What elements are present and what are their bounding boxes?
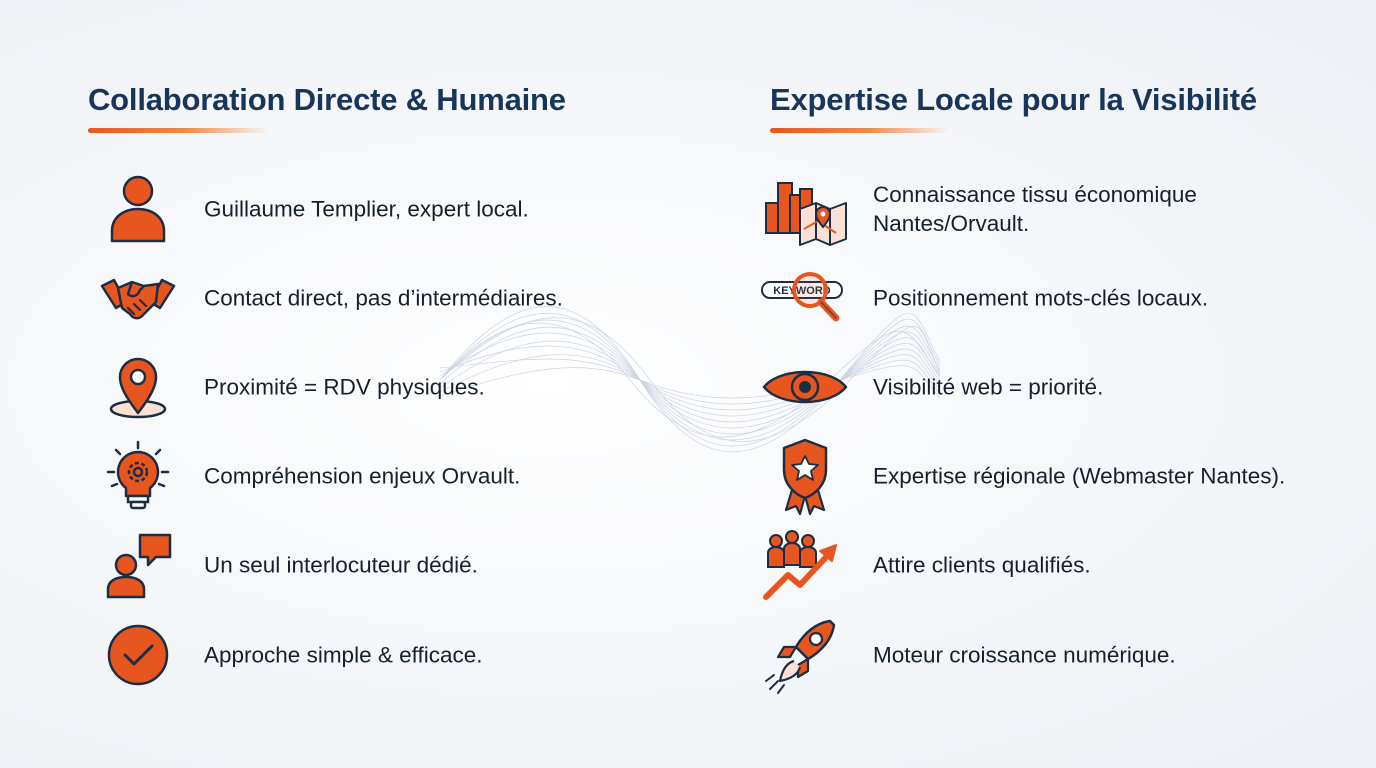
keyword-label: KEYWORD [773, 285, 831, 297]
left-item-expert: Guillaume Templier, expert local. [88, 169, 688, 249]
right-item-text: Visibilité web = priorité. [873, 374, 1104, 400]
keyword-search-icon: KEYWORD [760, 258, 843, 338]
eye-icon [760, 347, 848, 427]
person-speech-bubble-icon [98, 525, 178, 605]
right-item-knowledge: Connaissance tissu économique Nantes/Orv… [765, 169, 1370, 249]
right-item-regional: Expertise régionale (Webmaster Nantes). [770, 436, 1370, 516]
left-item-text: Un seul interlocuteur dédié. [204, 552, 478, 578]
right-item-text: Connaissance tissu économique Nantes/Orv… [873, 180, 1197, 238]
right-item-growth: Moteur croissance numérique. [765, 615, 1370, 695]
handshake-icon [98, 258, 178, 338]
left-item-proximity: Proximité = RDV physiques. [88, 347, 688, 427]
right-title-underline [770, 128, 950, 133]
left-item-text: Contact direct, pas d’intermédiaires. [204, 285, 563, 311]
city-map-icon [760, 169, 847, 249]
lightbulb-gear-icon [98, 436, 178, 516]
right-column-title: Expertise Locale pour la Visibilité [770, 82, 1257, 117]
left-column-title: Collaboration Directe & Humaine [88, 82, 566, 117]
left-title-underline [88, 128, 268, 133]
checkmark-circle-icon [98, 615, 178, 695]
group-growth-arrow-icon [760, 525, 840, 605]
right-item-text-line1: Connaissance tissu économique [873, 182, 1197, 207]
left-item-approach: Approche simple & efficace. [88, 615, 688, 695]
right-item-visibility: Visibilité web = priorité. [762, 347, 1370, 427]
right-item-text: Moteur croissance numérique. [873, 642, 1176, 668]
left-item-dedicated: Un seul interlocuteur dédié. [88, 525, 688, 605]
left-item-text: Guillaume Templier, expert local. [204, 196, 529, 222]
rocket-icon [760, 615, 840, 695]
left-item-text: Proximité = RDV physiques. [204, 374, 485, 400]
left-item-text: Approche simple & efficace. [204, 642, 483, 668]
location-pin-icon [98, 347, 178, 427]
right-item-text: Expertise régionale (Webmaster Nantes). [873, 463, 1286, 489]
left-item-understanding: Compréhension enjeux Orvault. [88, 436, 688, 516]
star-badge-icon [760, 436, 840, 516]
right-item-text-line2: Nantes/Orvault. [873, 211, 1030, 236]
person-icon [98, 169, 178, 249]
right-item-clients: Attire clients qualifiés. [763, 525, 1370, 605]
left-item-contact: Contact direct, pas d’intermédiaires. [88, 258, 688, 338]
left-item-text: Compréhension enjeux Orvault. [204, 463, 521, 489]
right-item-text: Attire clients qualifiés. [873, 552, 1091, 578]
right-item-text: Positionnement mots-clés locaux. [873, 285, 1209, 311]
right-item-keywords: KEYWORD Positionnement mots-clés locaux. [761, 258, 1370, 338]
